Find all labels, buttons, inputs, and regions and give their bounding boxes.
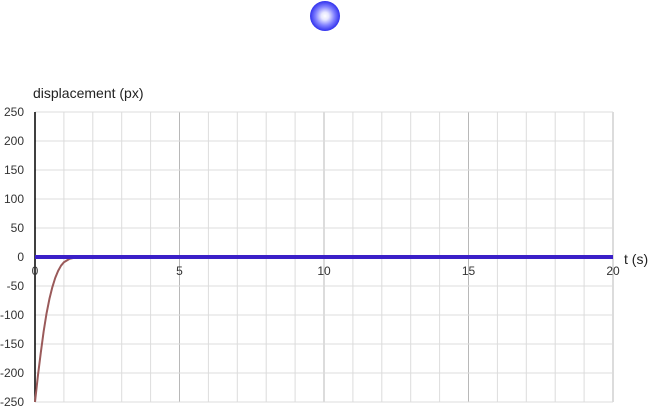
y-tick-labels: 250 200 150 100 50 0 -50 -100 -150 -200 -250 — [0, 105, 24, 407]
y-tick-label: 0 — [17, 250, 24, 264]
y-tick-label: -150 — [0, 337, 24, 351]
x-tick-label: 15 — [462, 264, 476, 278]
y-tick-label: -50 — [7, 279, 25, 293]
x-axis-label: t (s) — [624, 251, 648, 267]
y-tick-label: 150 — [4, 163, 24, 177]
oscillating-ball-icon[interactable] — [310, 1, 340, 31]
y-tick-label: 100 — [4, 192, 24, 206]
x-tick-labels: 0 5 10 15 20 — [32, 264, 620, 278]
x-tick-label: 5 — [176, 264, 183, 278]
y-tick-label: -250 — [0, 395, 24, 407]
y-tick-label: 200 — [4, 134, 24, 148]
y-axis-label: displacement (px) — [33, 85, 144, 101]
x-tick-label: 10 — [317, 264, 331, 278]
series — [34, 255, 613, 403]
y-tick-label: 50 — [11, 221, 25, 235]
y-tick-label: -100 — [0, 308, 24, 322]
y-tick-label: 250 — [4, 105, 24, 119]
x-tick-label: 20 — [606, 264, 620, 278]
y-tick-label: -200 — [0, 366, 24, 380]
x-tick-label: 0 — [32, 264, 39, 278]
